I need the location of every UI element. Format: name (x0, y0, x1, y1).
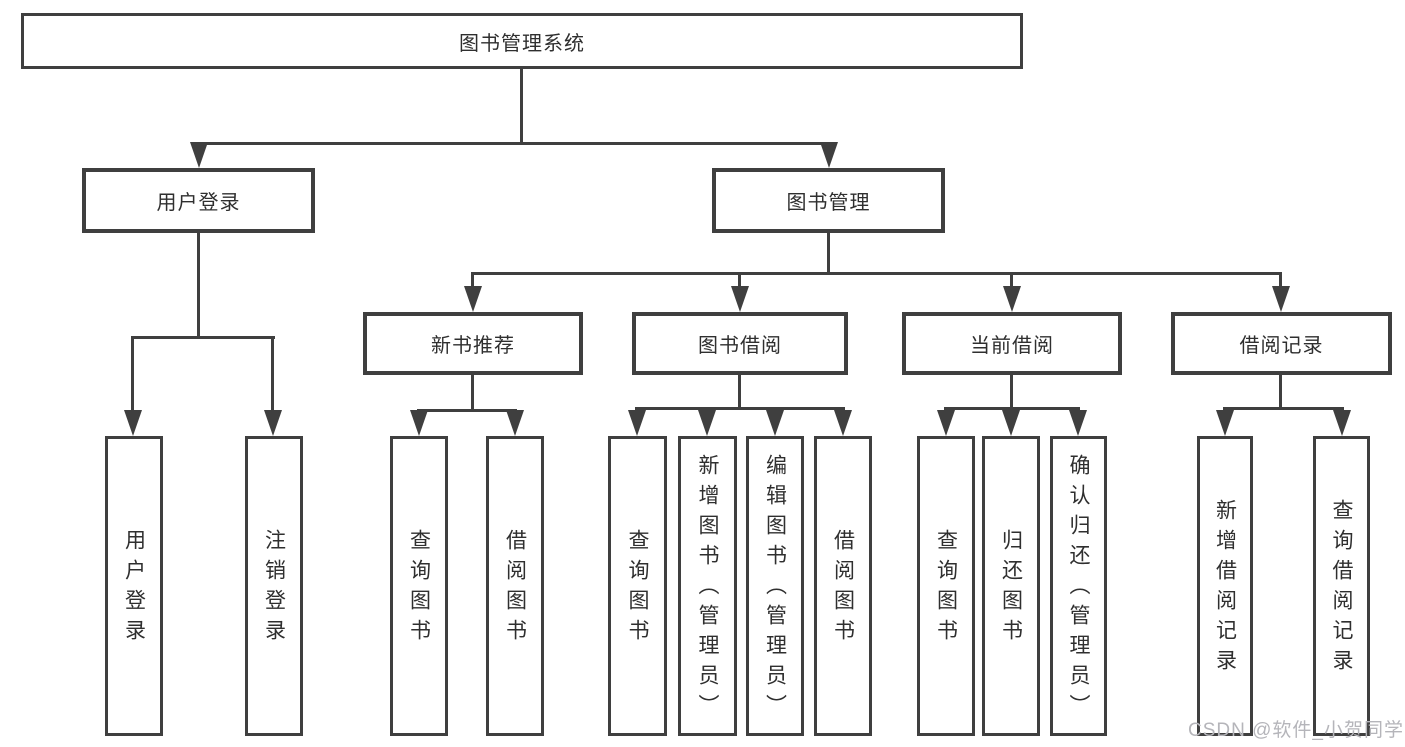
connector-root-stem (520, 69, 523, 144)
connector-book-management-stem (827, 233, 830, 275)
connector-book-management-branch (471, 272, 1282, 275)
node-leaf-edit-books-admin: 编辑图书（管理员） (746, 436, 804, 736)
node-leaf-confirm-return-admin: 确认归还（管理员） (1050, 436, 1107, 736)
arrow-down-icon (731, 286, 749, 312)
node-leaf-query-books: 查询图书 (390, 436, 448, 736)
arrow-down-icon (1333, 410, 1351, 436)
arrow-down-icon (937, 410, 955, 436)
arrow-down-icon (1272, 286, 1290, 312)
arrow-down-icon (1002, 410, 1020, 436)
node-user-login: 用户登录 (82, 168, 315, 233)
node-leaf-add-books-admin: 新增图书（管理员） (678, 436, 737, 736)
arrow-down-icon (506, 410, 524, 436)
node-book-borrowing: 图书借阅 (632, 312, 848, 375)
node-leaf-return-books: 归还图书 (982, 436, 1040, 736)
arrow-down-icon (698, 410, 716, 436)
connector-drop (271, 336, 274, 418)
arrow-down-icon (410, 410, 428, 436)
node-leaf-user-login: 用户登录 (105, 436, 163, 736)
csdn-watermark: CSDN @软件_小贺同学 (1188, 720, 1404, 741)
node-leaf-borrow-books: 借阅图书 (814, 436, 872, 736)
connector-stem (1010, 375, 1013, 410)
node-borrowing-records: 借阅记录 (1171, 312, 1392, 375)
connector-stem (1279, 375, 1282, 410)
connector-user-login-stem (197, 233, 200, 339)
arrow-down-icon (124, 410, 142, 436)
connector-branch (944, 407, 1080, 410)
connector-root-branch (197, 142, 831, 145)
node-root: 图书管理系统 (21, 13, 1023, 69)
connector-user-login-branch (131, 336, 275, 339)
connector-drop (738, 272, 741, 294)
arrow-down-icon (834, 410, 852, 436)
arrow-down-icon (766, 410, 784, 436)
arrow-down-icon (820, 142, 838, 168)
arrow-down-icon (464, 286, 482, 312)
connector-branch (635, 407, 845, 410)
node-leaf-logout: 注销登录 (245, 436, 303, 736)
node-leaf-query-books: 查询图书 (917, 436, 975, 736)
connector-stem (738, 375, 741, 410)
node-leaf-query-books: 查询图书 (608, 436, 667, 736)
node-new-book-recommend: 新书推荐 (363, 312, 583, 375)
node-leaf-add-borrow-record: 新增借阅记录 (1197, 436, 1253, 736)
connector-drop (1010, 272, 1013, 294)
arrow-down-icon (1216, 410, 1234, 436)
connector-drop (471, 272, 474, 294)
node-current-borrowing: 当前借阅 (902, 312, 1122, 375)
arrow-down-icon (628, 410, 646, 436)
connector-branch (417, 409, 517, 412)
arrow-down-icon (1069, 410, 1087, 436)
connector-branch (1223, 407, 1344, 410)
arrow-down-icon (1003, 286, 1021, 312)
connector-drop (1279, 272, 1282, 294)
connector-stem (471, 375, 474, 412)
node-leaf-query-borrow-record: 查询借阅记录 (1313, 436, 1370, 736)
node-book-management: 图书管理 (712, 168, 945, 233)
arrow-down-icon (190, 142, 208, 168)
arrow-down-icon (264, 410, 282, 436)
node-leaf-borrow-books: 借阅图书 (486, 436, 544, 736)
connector-drop (131, 336, 134, 418)
